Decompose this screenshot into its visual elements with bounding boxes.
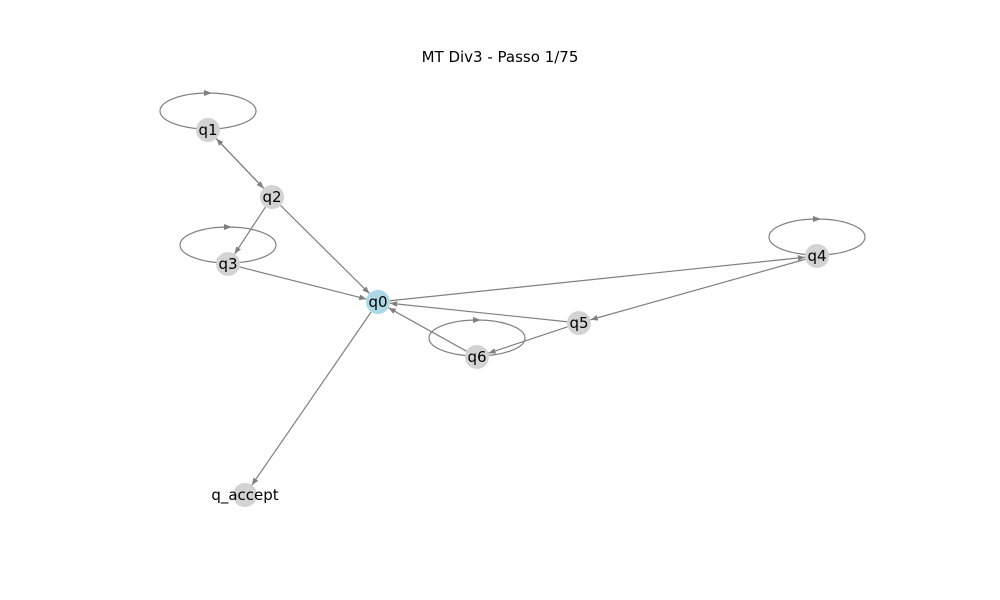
state-node-q6: q6 [465, 345, 489, 369]
state-label-q5: q5 [569, 314, 588, 332]
state-node-q3: q3 [216, 252, 240, 276]
state-circle-q4 [805, 244, 829, 268]
state-circle-q_accept [233, 483, 257, 507]
state-node-q4: q4 [805, 244, 829, 268]
state-label-q6: q6 [467, 348, 486, 366]
state-circle-q0 [366, 290, 390, 314]
edge-q4-q4-arrow [813, 216, 821, 222]
state-node-q0: q0 [366, 290, 390, 314]
edge-q0-q4 [389, 255, 806, 302]
state-node-q1: q1 [196, 118, 220, 142]
state-label-q0: q0 [368, 293, 387, 311]
state-node-q5: q5 [567, 311, 591, 335]
state-circle-q1 [196, 118, 220, 142]
edge-q6-q6-arrow [473, 317, 481, 323]
state-node-q2: q2 [260, 185, 284, 209]
state-circle-q2 [260, 185, 284, 209]
edge-q2-q3 [234, 206, 266, 255]
state-label-q3: q3 [218, 255, 237, 273]
state-circle-q3 [216, 252, 240, 276]
state-label-q_accept: q_accept [211, 486, 278, 505]
diagram-title: MT Div3 - Passo 1/75 [421, 48, 579, 66]
state-label-q2: q2 [262, 188, 281, 206]
state-circle-q5 [567, 311, 591, 335]
edge-q5-q0 [389, 301, 568, 323]
edge-q6-q0 [388, 307, 467, 352]
edge-q2-q1 [215, 138, 265, 189]
edge-q2-q0 [280, 205, 370, 294]
state-label-q1: q1 [198, 121, 217, 139]
edge-q1-q1-arrow [204, 90, 212, 96]
edge-q4-q5 [590, 258, 806, 321]
edge-q5-q6 [488, 326, 568, 354]
state-node-q_accept: q_accept [211, 483, 279, 507]
edge-q3-q3-arrow [224, 224, 232, 230]
state-circle-q6 [465, 345, 489, 369]
edge-q0-q_accept [251, 311, 372, 486]
state-label-q4: q4 [807, 247, 826, 265]
edge-q3-q0 [239, 266, 367, 301]
